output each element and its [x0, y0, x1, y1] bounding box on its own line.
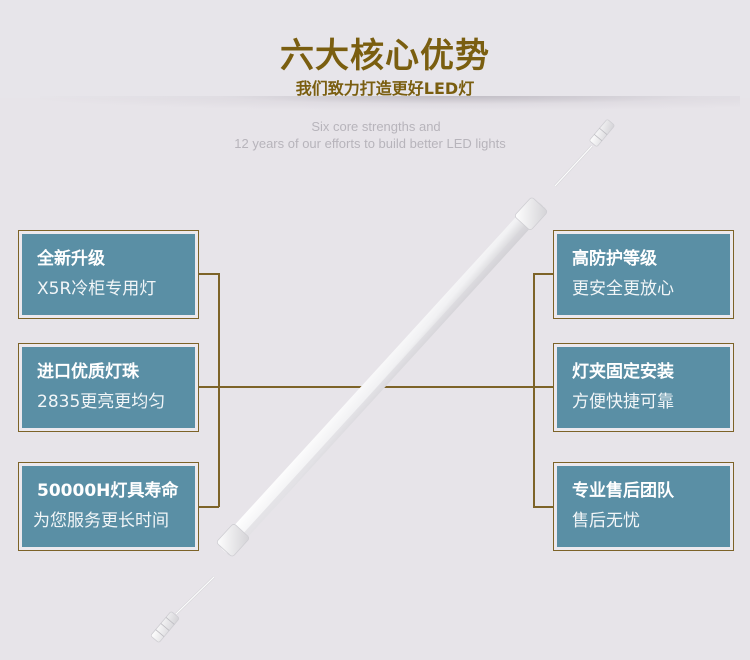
- feature-title: 高防护等级: [572, 249, 657, 269]
- connector-left-bottom: [198, 506, 219, 508]
- feature-card-body: 进口优质灯珠 2835更亮更均匀: [22, 347, 195, 428]
- feature-card-clip-mount: 灯夹固定安装 方便快捷可靠: [553, 343, 734, 432]
- feature-desc: 更安全更放心: [572, 279, 674, 299]
- feature-title: 进口优质灯珠: [37, 362, 139, 382]
- connector-right-top: [533, 273, 554, 275]
- feature-desc: 2835更亮更均匀: [37, 392, 166, 412]
- feature-card-body: 全新升级 X5R冷柜专用灯: [22, 234, 195, 315]
- feature-card-body: 灯夹固定安装 方便快捷可靠: [557, 347, 730, 428]
- connector-right-bottom: [533, 506, 554, 508]
- page-title: 六大核心优势: [280, 36, 490, 76]
- header-band: [0, 0, 750, 98]
- feature-title: 50000H灯具寿命: [37, 481, 179, 501]
- feature-title: 灯夹固定安装: [572, 362, 674, 382]
- feature-card-protection: 高防护等级 更安全更放心: [553, 230, 734, 319]
- english-caption-line2: 12 years of our efforts to build better …: [234, 136, 506, 151]
- feature-title: 全新升级: [37, 249, 105, 269]
- connector-left-top: [198, 273, 219, 275]
- feature-card-upgrade: 全新升级 X5R冷柜专用灯: [18, 230, 199, 319]
- page-subtitle: 我们致力打造更好LED灯: [295, 79, 475, 98]
- english-caption: Six core strengths and 12 years of our e…: [0, 118, 750, 152]
- feature-desc: 为您服务更长时间: [33, 511, 169, 531]
- feature-title: 专业售后团队: [572, 481, 674, 501]
- feature-card-led-beads: 进口优质灯珠 2835更亮更均匀: [18, 343, 199, 432]
- connector-right-vertical: [533, 273, 535, 507]
- feature-card-body: 50000H灯具寿命 为您服务更长时间: [22, 466, 195, 547]
- connector-left-vertical: [218, 273, 220, 507]
- feature-card-lifespan: 50000H灯具寿命 为您服务更长时间: [18, 462, 199, 551]
- feature-desc: 售后无忧: [572, 511, 640, 531]
- header-shadow-divider: [40, 96, 740, 110]
- feature-card-body: 高防护等级 更安全更放心: [557, 234, 730, 315]
- english-caption-line1: Six core strengths and: [311, 119, 441, 134]
- feature-desc: 方便快捷可靠: [572, 392, 674, 412]
- feature-desc: X5R冷柜专用灯: [37, 279, 157, 299]
- feature-card-after-sales: 专业售后团队 售后无忧: [553, 462, 734, 551]
- feature-card-body: 专业售后团队 售后无忧: [557, 466, 730, 547]
